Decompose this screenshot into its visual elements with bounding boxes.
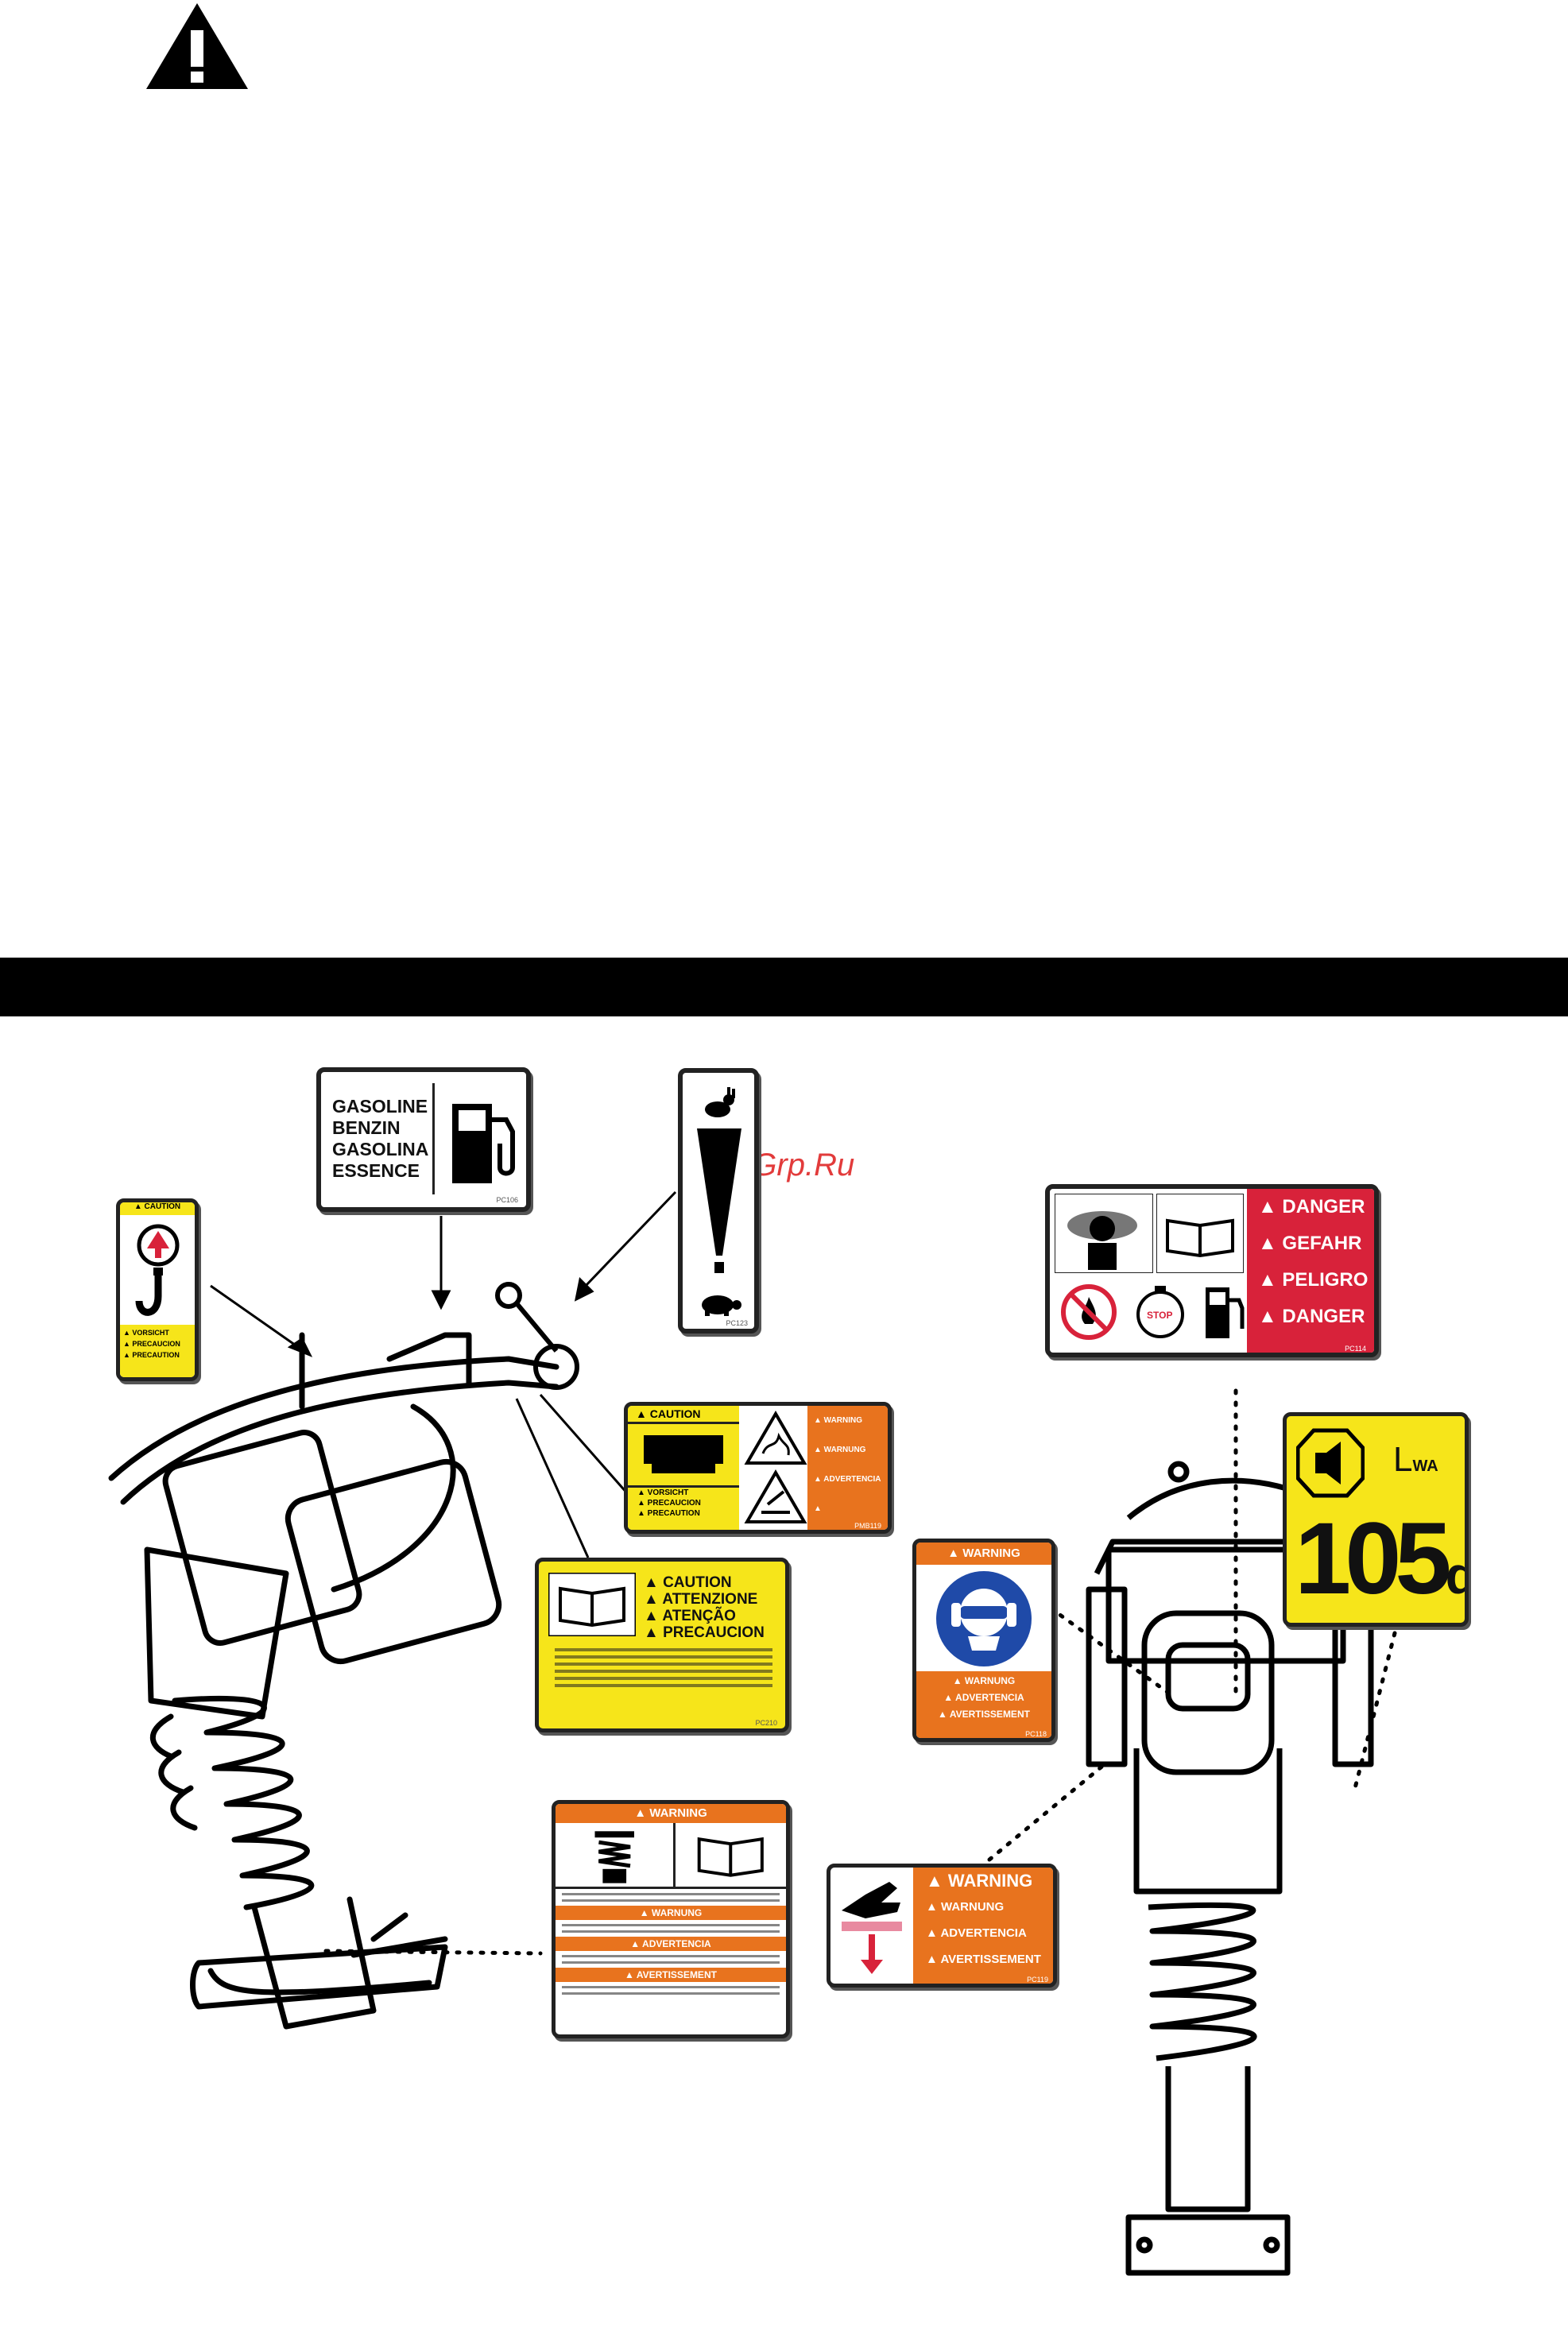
lifting-hook-icon (135, 1224, 180, 1316)
stop-engine-icon (1136, 1286, 1184, 1338)
read-manual-icon (1156, 1194, 1244, 1273)
rabbit-icon (705, 1087, 735, 1117)
ppe-code: PC118 (1025, 1730, 1047, 1738)
fuel-label-1: GASOLINE (332, 1096, 428, 1117)
ppe-line-1: ▲ WARNUNG (952, 1675, 1016, 1686)
lift-line-1: ▲ VORSICHT (123, 1329, 169, 1337)
ppe-warning-decal: ▲ WARNING ▲ WARNUNG ▲ ADVERTENCIA ▲ AVER… (912, 1539, 1055, 1742)
danger-code: PC114 (1345, 1345, 1366, 1353)
spring-icon (594, 1823, 676, 1887)
tamper-drawings (108, 1190, 1397, 2276)
springs-header-1: ▲ WARNING (556, 1804, 786, 1823)
danger-line-3: ▲ PELIGRO (1258, 1269, 1369, 1291)
fuel-pump-icon (452, 1104, 515, 1183)
springs-warning-decal: ▲ WARNING ▲ WARNUNG ▲ ADVERTENCIA ▲ AVER… (552, 1800, 790, 2038)
danger-line-2: ▲ GEFAHR (1258, 1233, 1362, 1254)
stop-label: STOP (1147, 1310, 1173, 1321)
manual-line-3: ▲ ATENÇÃO (644, 1608, 736, 1624)
hot-footer-3: ▲ PRECAUTION (637, 1509, 700, 1518)
hot-right-1: ▲ WARNING (814, 1416, 863, 1425)
hot-footer-2: ▲ PRECAUCION (637, 1499, 701, 1508)
side-view-tamper (108, 1332, 559, 2030)
dotted-leader-lines (323, 1388, 1397, 1956)
hand-line-3: ▲ ADVERTENCIA (926, 1926, 1027, 1940)
exhaust-fumes-icon (1055, 1194, 1153, 1273)
fuel-label-4: ESSENCE (332, 1160, 420, 1181)
danger-line-1: ▲ DANGER (1258, 1196, 1365, 1217)
warning-triangle-icon (146, 3, 248, 89)
hot-right-3: ▲ ADVERTENCIA (814, 1475, 881, 1484)
manual-code: PC210 (755, 1719, 777, 1727)
hot-right-4: ▲ AVERTISSEMENT (814, 1504, 822, 1513)
fuel-label-3: GASOLINA (332, 1139, 429, 1159)
section-header-bar (0, 958, 1568, 1016)
hot-footer-1: ▲ VORSICHT (637, 1488, 689, 1497)
lift-header: ▲ CAUTION (120, 1202, 195, 1215)
hearing-eye-protection-icon (936, 1571, 1032, 1666)
springs-header-4: ▲ AVERTISSEMENT (556, 1968, 786, 1982)
hearing-icon (1296, 1428, 1365, 1498)
hot-surface-icons (744, 1411, 807, 1523)
ppe-line-2: ▲ ADVERTENCIA (943, 1692, 1024, 1703)
caution-hot-decal: ▲ CAUTION ▲ VORSICHT ▲ PRECAUCION ▲ PREC… (624, 1402, 892, 1534)
throttle-code: PC123 (726, 1319, 748, 1327)
lift-line-2: ▲ PRECAUCION (123, 1340, 180, 1348)
hot-right-2: ▲ WARNUNG (814, 1446, 866, 1454)
manual-line-4: ▲ PRECAUCION (644, 1624, 765, 1641)
lift-line-3: ▲ PRECAUTION (123, 1351, 180, 1359)
hand-code: PC119 (1027, 1976, 1048, 1984)
noise-value: 105 (1295, 1502, 1452, 1616)
manual-line-2: ▲ ATTENZIONE (644, 1591, 758, 1608)
manual-book-icon (548, 1573, 636, 1636)
hot-header: ▲ CAUTION (628, 1406, 739, 1424)
no-flame-icon (1061, 1284, 1117, 1340)
engine-hot-icon (644, 1435, 723, 1473)
danger-line-4: ▲ DANGER (1258, 1306, 1365, 1327)
hand-crush-warning-decal: ▲ WARNING ▲ WARNUNG ▲ ADVERTENCIA ▲ AVER… (827, 1864, 1057, 1988)
manual-line-1: ▲ CAUTION (644, 1574, 732, 1591)
hand-line-2: ▲ WARNUNG (926, 1900, 1005, 1914)
throttle-lever (495, 1282, 579, 1390)
noise-sub: WA (1412, 1457, 1438, 1475)
speed-wedge-icon (697, 1128, 741, 1273)
ppe-header: ▲ WARNING (916, 1543, 1051, 1565)
fuel-code: PC106 (496, 1196, 518, 1204)
noise-unit: dB (1446, 1546, 1465, 1604)
springs-header-2: ▲ WARNUNG (556, 1906, 786, 1920)
manual-book-icon-2 (698, 1837, 765, 1877)
hot-code: PMB119 (854, 1522, 881, 1530)
leader-lines (210, 1190, 677, 1558)
hand-line-1: ▲ WARNING (926, 1871, 1033, 1891)
manual-caution-decal: ▲ CAUTION ▲ ATTENZIONE ▲ ATENÇÃO ▲ PRECA… (535, 1558, 789, 1732)
hand-crush-icon (834, 1871, 910, 1980)
throttle-decal: PC123 (678, 1068, 759, 1334)
caution-lift-decal: ▲ CAUTION ▲ VORSICHT ▲ PRECAUCION ▲ PREC… (116, 1198, 199, 1381)
springs-header-3: ▲ ADVERTENCIA (556, 1937, 786, 1951)
ppe-line-3: ▲ AVERTISSEMENT (938, 1709, 1030, 1720)
danger-decal: STOP ▲ DANGER ▲ GEFAHR ▲ PELIGRO ▲ DANGE… (1045, 1184, 1379, 1357)
noise-label: L (1393, 1440, 1413, 1479)
fuel-decal: GASOLINE BENZIN GASOLINA ESSENCE PC106 (316, 1067, 531, 1212)
hand-line-4: ▲ AVERTISSEMENT (926, 1953, 1041, 1966)
turtle-icon (702, 1295, 741, 1316)
fuel-pump-icon-2 (1206, 1287, 1245, 1338)
fuel-label-2: BENZIN (332, 1117, 401, 1138)
noise-level-decal: LWA 105dB (1283, 1412, 1469, 1627)
